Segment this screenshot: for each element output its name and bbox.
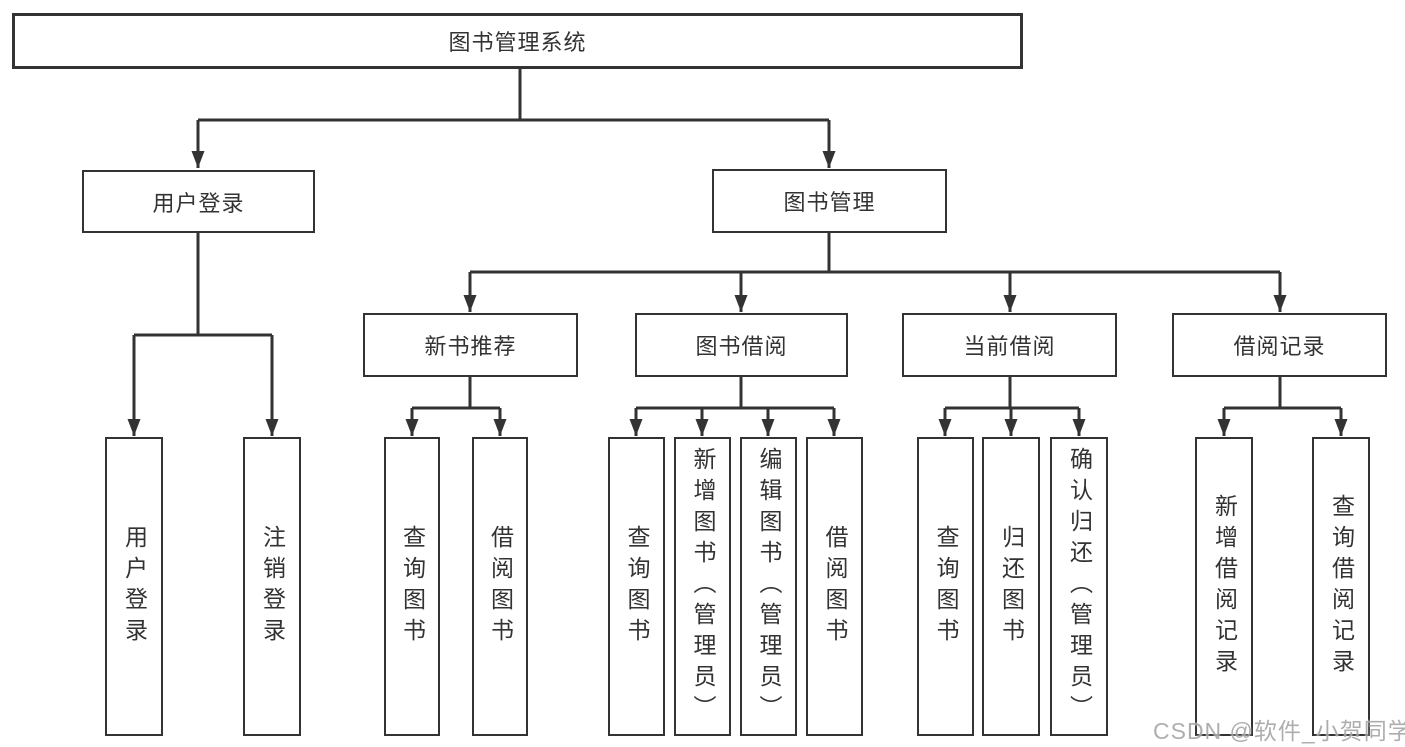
- leaf-borrow-query-books: 查询图书: [608, 437, 665, 736]
- connector-root-to-level2: [191, 68, 836, 168]
- leaf-current-confirm-return-admin: 确认归还（管理员）: [1050, 437, 1108, 736]
- node-new-book-recommend: 新书推荐: [363, 313, 578, 377]
- leaf-current-return-books: 归还图书: [982, 437, 1040, 736]
- connector-borrow-records-to-leaves: [1217, 377, 1348, 436]
- leaf-current-query-books-label: 查询图书: [933, 524, 959, 649]
- leaf-recommend-borrow-books: 借阅图书: [472, 437, 528, 736]
- connector-book-borrow-to-leaves: [629, 377, 841, 436]
- leaf-borrow-add-books-admin: 新增图书（管理员）: [674, 437, 731, 736]
- leaf-logout-label: 注销登录: [259, 524, 286, 649]
- leaf-current-return-books-label: 归还图书: [998, 524, 1025, 649]
- leaf-current-query-books: 查询图书: [917, 437, 974, 736]
- leaf-records-query-record-label: 查询借阅记录: [1328, 493, 1355, 680]
- node-book-management: 图书管理: [712, 169, 947, 233]
- leaf-borrow-edit-books-admin-label: 编辑图书（管理员）: [756, 447, 782, 726]
- leaf-user-login-label: 用户登录: [121, 524, 148, 649]
- leaf-borrow-borrow-books-label: 借阅图书: [822, 524, 848, 649]
- leaf-logout: 注销登录: [243, 437, 301, 736]
- leaf-borrow-query-books-label: 查询图书: [624, 524, 650, 649]
- leaf-recommend-query-books: 查询图书: [384, 437, 440, 736]
- node-book-borrow: 图书借阅: [635, 313, 848, 377]
- leaf-borrow-edit-books-admin: 编辑图书（管理员）: [740, 437, 797, 736]
- node-borrow-records: 借阅记录: [1172, 313, 1387, 377]
- leaf-recommend-query-books-label: 查询图书: [399, 524, 426, 649]
- leaf-borrow-borrow-books: 借阅图书: [806, 437, 863, 736]
- connector-new-book-recommend-to-leaves: [405, 377, 507, 436]
- watermark: CSDN @软件_小贺同学: [1153, 718, 1405, 744]
- leaf-current-confirm-return-admin-label: 确认归还（管理员）: [1066, 447, 1093, 726]
- connector-user-login-to-leaves: [127, 233, 279, 436]
- node-library-management-system: 图书管理系统: [12, 13, 1023, 69]
- connector-book-management-to-level3: [463, 233, 1287, 312]
- leaf-user-login: 用户登录: [105, 437, 163, 736]
- leaf-borrow-add-books-admin-label: 新增图书（管理员）: [690, 447, 716, 726]
- leaf-recommend-borrow-books-label: 借阅图书: [487, 524, 514, 649]
- connector-current-borrow-to-leaves: [938, 377, 1086, 436]
- node-current-borrow: 当前借阅: [902, 313, 1117, 377]
- leaf-records-query-record: 查询借阅记录: [1312, 437, 1370, 736]
- node-user-login: 用户登录: [82, 170, 315, 233]
- leaf-records-add-record-label: 新增借阅记录: [1211, 493, 1238, 680]
- leaf-records-add-record: 新增借阅记录: [1195, 437, 1253, 736]
